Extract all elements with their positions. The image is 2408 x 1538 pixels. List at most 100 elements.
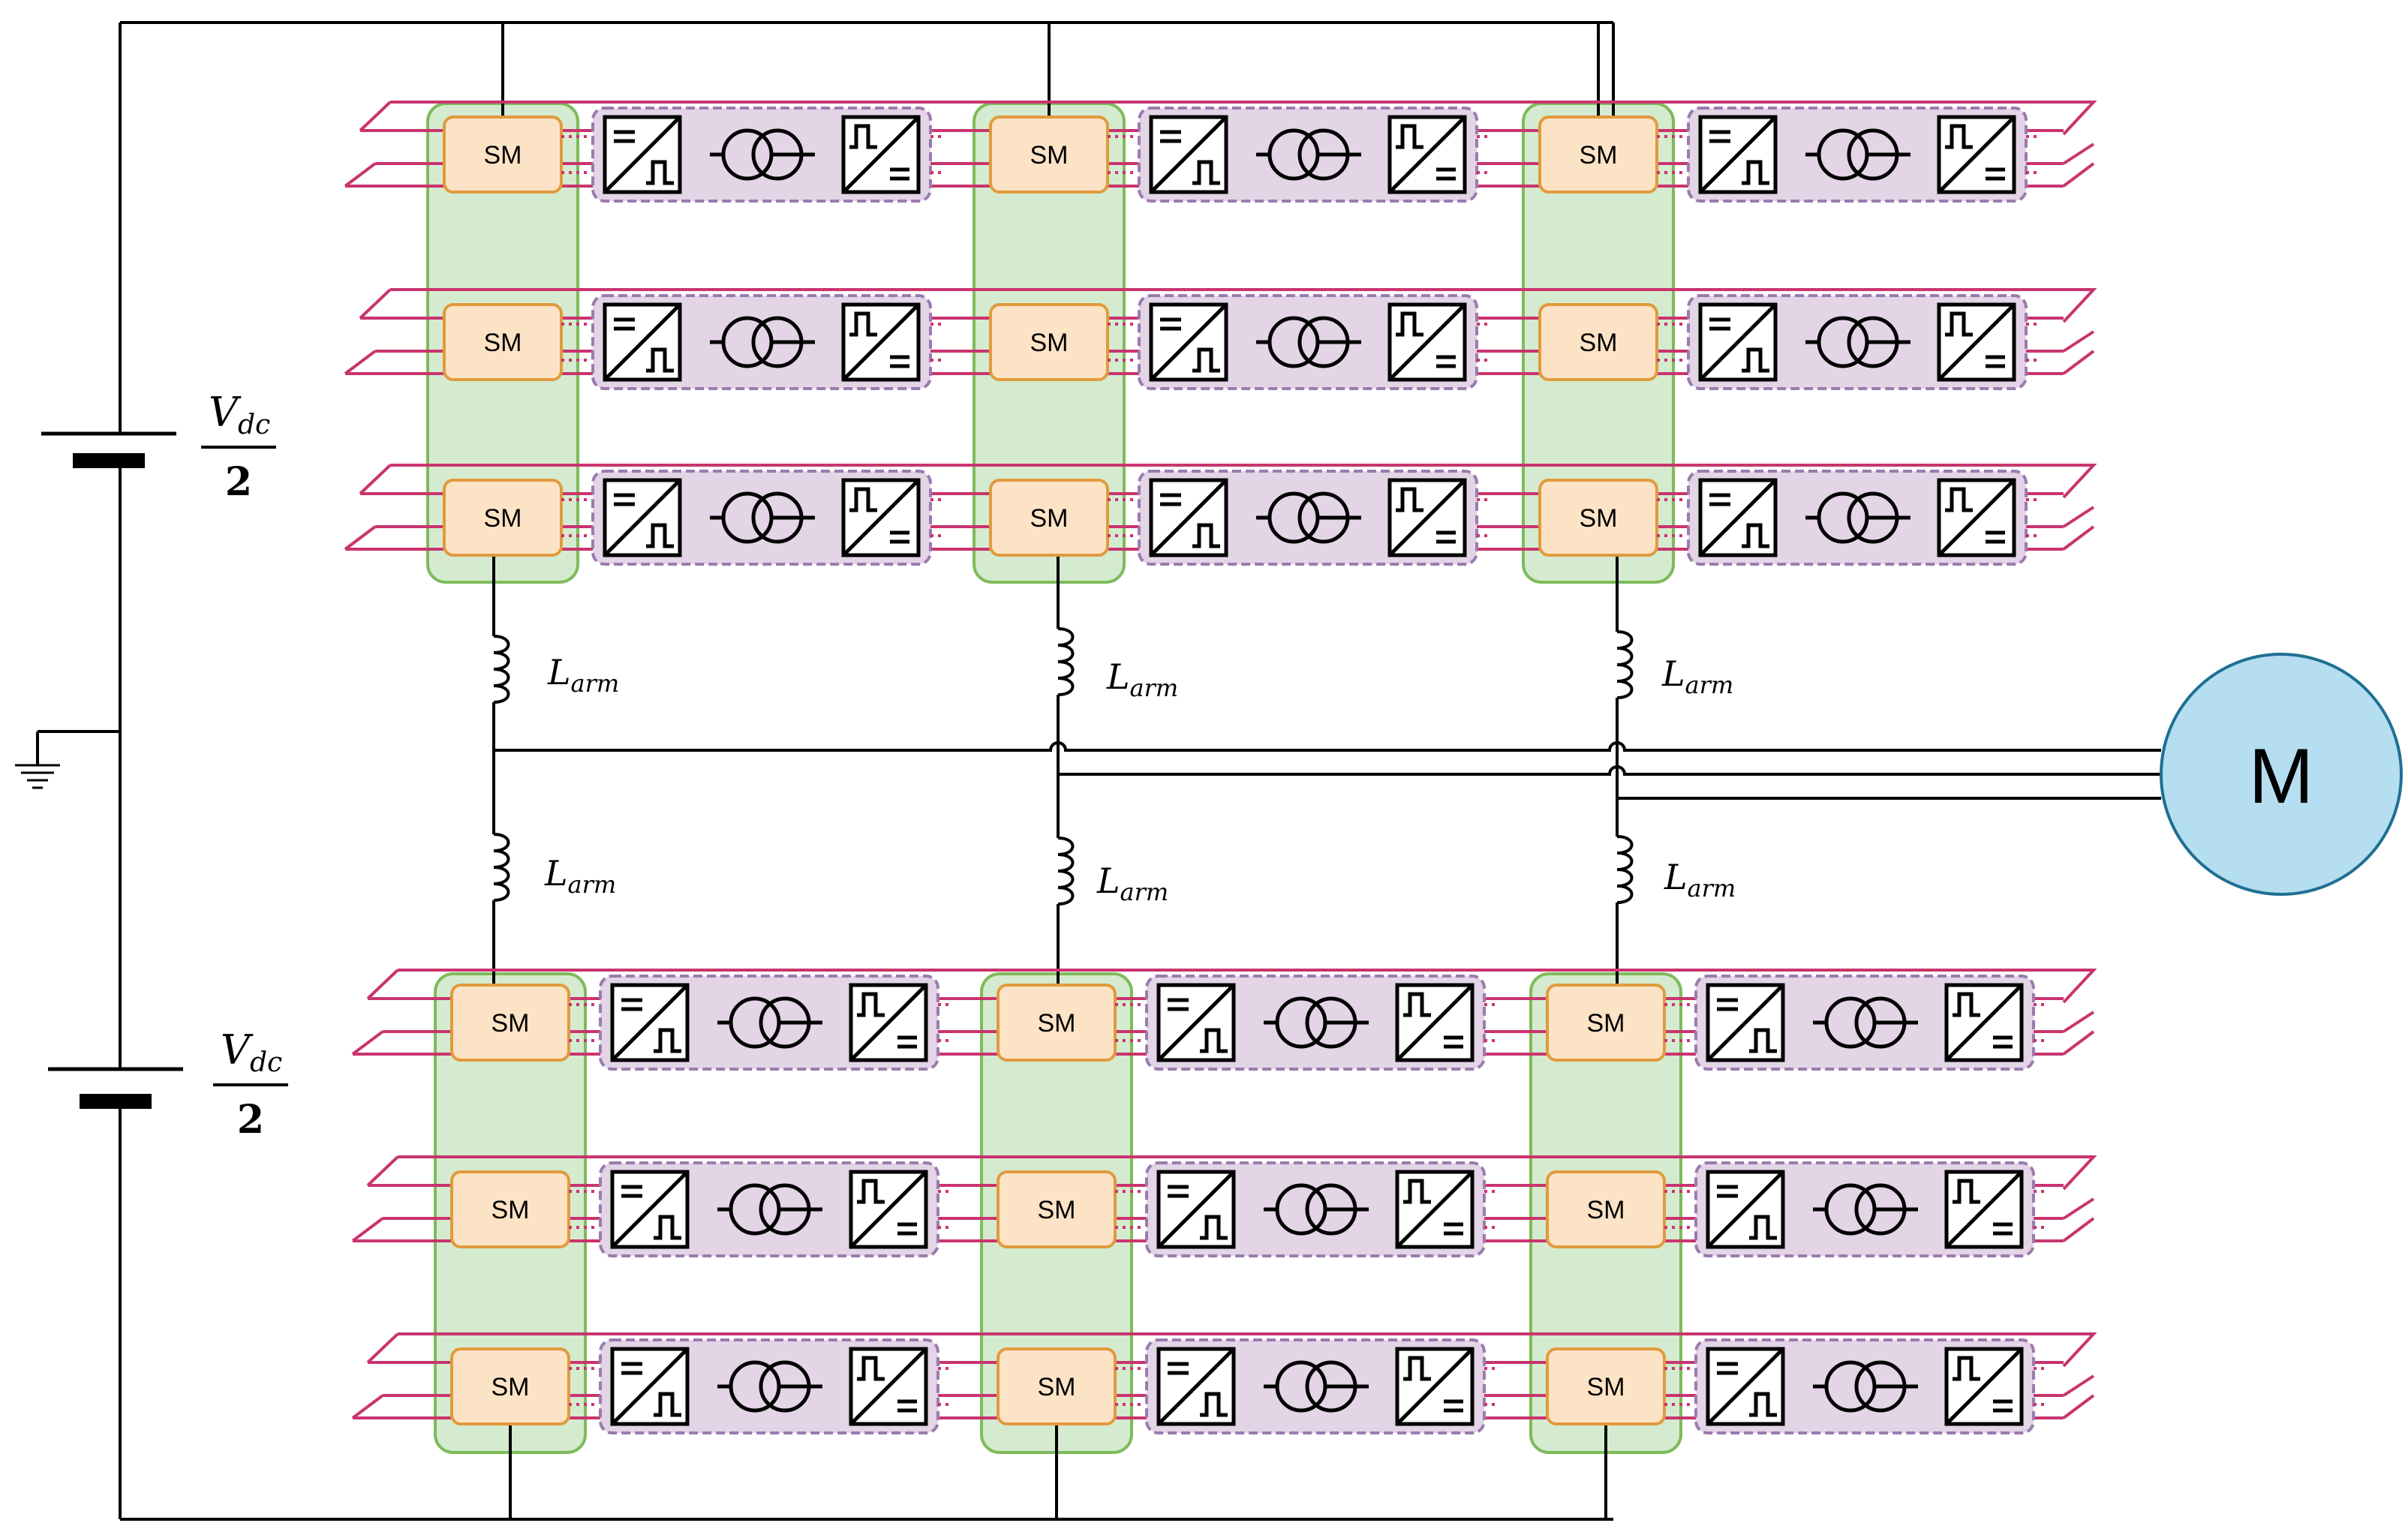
phase-conductor: [494, 741, 2161, 752]
dc-ac-converter-icon: [1156, 1347, 1236, 1426]
transformer-icon: [1805, 491, 1910, 544]
isolated-dc-dc-converter: [1138, 294, 1478, 390]
arm-inductor-label: Larm: [547, 652, 619, 698]
dc-source-label: Vdc 2: [201, 389, 276, 505]
dc-ac-converter-icon: [1706, 983, 1785, 1062]
ac-dc-converter-icon: [1387, 478, 1467, 557]
submodule: SM: [1546, 984, 1666, 1062]
dc-source-icon: [41, 431, 176, 468]
svg-text:Vdc: Vdc: [209, 389, 270, 440]
transformer-icon: [1256, 316, 1361, 368]
dc-ac-converter-icon: [1698, 302, 1778, 382]
inductor-icon: [1616, 630, 1634, 699]
isolated-dc-dc-converter: [1694, 975, 2035, 1071]
svg-text:2: 2: [237, 1097, 264, 1143]
ac-dc-converter-icon: [1937, 302, 2016, 382]
arm-inductor-label: Larm: [1661, 653, 1733, 699]
dc-ac-converter-icon: [1706, 1170, 1785, 1249]
arm-inductor-label: Larm: [1106, 656, 1178, 702]
transformer-icon: [710, 491, 815, 544]
submodule-label: SM: [1030, 504, 1069, 533]
transformer-icon: [710, 316, 815, 368]
ac-dc-converter-icon: [1387, 302, 1467, 382]
submodule-label: SM: [484, 504, 522, 533]
isolated-dc-dc-converter: [599, 1338, 939, 1434]
submodule-row-lower-2: SM SM SM: [351, 1155, 2097, 1257]
submodule: SM: [1538, 116, 1658, 194]
submodule-label: SM: [1038, 1373, 1076, 1401]
arm-inductor-label: Larm: [1096, 861, 1168, 906]
ac-dc-converter-icon: [1944, 1170, 2024, 1249]
inductor-icon: [493, 833, 510, 902]
submodule-label: SM: [1030, 141, 1069, 170]
isolated-dc-dc-converter: [1687, 294, 2028, 390]
dc-ac-converter-icon: [610, 1170, 690, 1249]
isolated-dc-dc-converter: [591, 107, 932, 203]
transformer-icon: [717, 996, 822, 1049]
submodule: SM: [989, 116, 1109, 194]
submodule: SM: [989, 303, 1109, 381]
transformer-icon: [1264, 996, 1369, 1049]
transformer-icon: [717, 1360, 822, 1413]
inductor-icon: [1057, 837, 1075, 906]
ac-dc-converter-icon: [849, 983, 928, 1062]
motor-label: M: [2249, 733, 2314, 820]
ac-dc-converter-icon: [841, 478, 921, 557]
submodule-label: SM: [492, 1196, 530, 1224]
submodule: SM: [443, 303, 563, 381]
submodule-row-upper-1: SM SM SM: [344, 101, 2097, 203]
isolated-dc-dc-converter: [1138, 107, 1478, 203]
dc-ac-converter-icon: [1149, 478, 1228, 557]
phase-conductor: [1058, 765, 2161, 776]
ac-dc-converter-icon: [1944, 1347, 2024, 1426]
isolated-dc-dc-converter: [599, 975, 939, 1071]
dc-ac-converter-icon: [1156, 1170, 1236, 1249]
submodule-label: SM: [1587, 1009, 1625, 1038]
submodule-row-lower-1: SM SM SM: [351, 969, 2097, 1071]
isolated-dc-dc-converter: [1687, 470, 2028, 566]
inductor-icon: [1616, 835, 1634, 904]
transformer-icon: [1805, 128, 1910, 181]
transformer-icon: [1805, 316, 1910, 368]
submodule-label: SM: [1038, 1196, 1076, 1224]
submodule-label: SM: [492, 1373, 530, 1401]
isolated-dc-dc-converter: [591, 470, 932, 566]
transformer-icon: [1264, 1183, 1369, 1236]
transformer-icon: [710, 128, 815, 181]
transformer-icon: [1813, 1183, 1918, 1236]
submodule-label: SM: [1038, 1009, 1076, 1038]
submodule: SM: [1546, 1347, 1666, 1425]
submodule-label: SM: [1580, 141, 1618, 170]
submodule: SM: [450, 1347, 570, 1425]
submodule: SM: [450, 984, 570, 1062]
dc-ac-converter-icon: [1698, 478, 1778, 557]
submodule-label: SM: [1587, 1373, 1625, 1401]
submodule: SM: [443, 116, 563, 194]
dc-ac-converter-icon: [603, 478, 682, 557]
isolated-dc-dc-converter: [599, 1161, 939, 1257]
transformer-icon: [1256, 128, 1361, 181]
submodule: SM: [997, 1170, 1117, 1248]
submodule-label: SM: [492, 1009, 530, 1038]
submodule: SM: [1546, 1170, 1666, 1248]
svg-text:2: 2: [225, 459, 252, 505]
isolated-dc-dc-converter: [1145, 1338, 1486, 1434]
ac-dc-converter-icon: [1944, 983, 2024, 1062]
isolated-dc-dc-converter: [1694, 1161, 2035, 1257]
ac-dc-converter-icon: [1387, 115, 1467, 194]
ac-dc-converter-icon: [1395, 1170, 1475, 1249]
submodule: SM: [450, 1170, 570, 1248]
submodule-row-lower-3: SM SM SM: [351, 1332, 2097, 1434]
power-wiring: M: [15, 21, 2403, 1521]
arm-inductor-label: Larm: [544, 853, 616, 899]
transformer-icon: [1813, 1360, 1918, 1413]
ac-dc-converter-icon: [1937, 115, 2016, 194]
submodule: SM: [1538, 303, 1658, 381]
dc-ac-converter-icon: [1149, 115, 1228, 194]
submodule-label: SM: [1030, 329, 1069, 357]
submodule: SM: [997, 1347, 1117, 1425]
isolated-dc-dc-converter: [1694, 1338, 2035, 1434]
